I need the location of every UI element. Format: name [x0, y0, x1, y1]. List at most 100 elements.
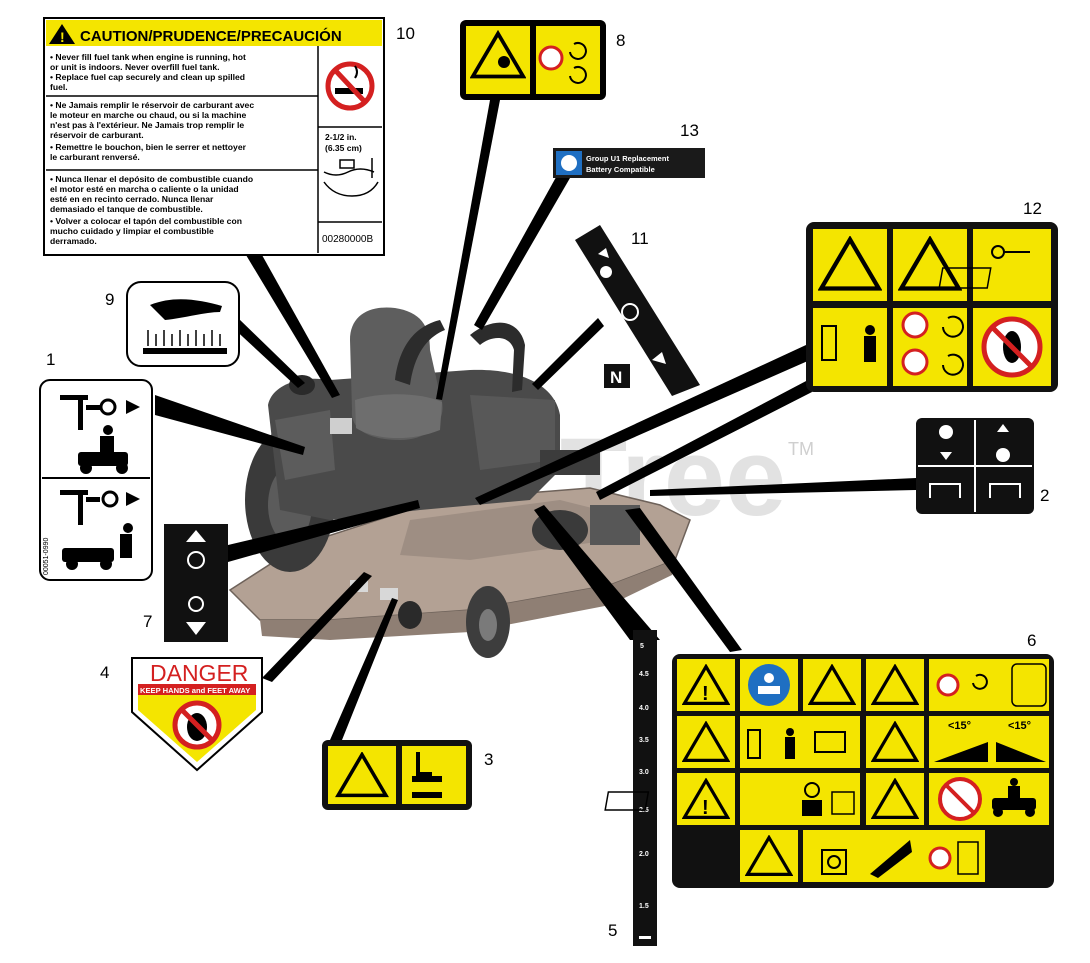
- no-smoking-icon: [325, 61, 375, 111]
- neutral-glyph: N: [610, 368, 622, 387]
- decal-10-fr-1: le moteur en marche ou chaud, ou si la m…: [50, 110, 246, 120]
- leader-lines: [155, 100, 916, 740]
- turn-left-icon: [929, 483, 961, 498]
- reverse-arrow-icon: [652, 352, 666, 364]
- decal-10-text: • Never fill fuel tank when engine is ru…: [50, 52, 254, 246]
- leader-4: [262, 572, 372, 682]
- leader-11: [532, 318, 604, 390]
- lap-bar-left: [395, 320, 445, 385]
- callout-3: 3: [484, 750, 493, 769]
- decal-4-danger: DANGER KEEP HANDS and FEET AWAY: [131, 657, 263, 772]
- operator-icon: [804, 782, 820, 798]
- neutral-badge: [604, 364, 630, 388]
- deck-decal-spot-2: [380, 588, 398, 600]
- decal-6-safety-panel: ! <15° <15° !: [604, 654, 1054, 888]
- no-blade-icon-3: [928, 846, 952, 870]
- brake-engaged-icon: [187, 551, 205, 569]
- decal-10-en-3: fuel.: [50, 82, 68, 92]
- lever-engaged-icon: [60, 395, 140, 430]
- decal-1-code: 00051-0990: [43, 538, 50, 575]
- decal-10-fr-0: • Ne Jamais remplir le réservoir de carb…: [50, 100, 254, 110]
- up-arrow-icon: [186, 530, 206, 542]
- decal-9-hot-surface: [126, 281, 240, 367]
- rotate-icon-bottom: [569, 65, 587, 84]
- slope-limit-left: <15°: [948, 720, 971, 732]
- height-tick-0: 5: [640, 643, 644, 650]
- tilted-mower-icon: [870, 840, 912, 878]
- callout-11: 11: [631, 229, 649, 248]
- decal-10-fuel-caution: ! CAUTION/PRUDENCE/PRECAUCIÓN • Never fi…: [43, 17, 385, 256]
- fuel-level-icon: [323, 158, 379, 197]
- fender-right: [470, 395, 555, 470]
- lift-lever-icon: [416, 752, 432, 776]
- leader-8: [436, 100, 500, 400]
- decal-10-es-2: esté en en recinto cerrado. Nunca llenar: [50, 194, 214, 204]
- turn-right-icon: [989, 483, 1021, 498]
- callout-4: 4: [100, 663, 109, 682]
- seat-cushion: [355, 394, 442, 439]
- decal-10-part-no: 00280000B: [322, 234, 373, 245]
- engine-icon: [821, 849, 847, 875]
- hand-release-icon: [1011, 663, 1047, 707]
- decal-7-parking-brake: [164, 524, 228, 642]
- turtle-icon: [600, 266, 612, 278]
- danger-title: DANGER: [150, 660, 248, 686]
- leader-13: [474, 170, 570, 330]
- danger-subtitle: KEEP HANDS and FEET AWAY: [140, 686, 250, 695]
- leader-2: [650, 478, 916, 496]
- fender-left: [275, 410, 335, 480]
- no-blade-icon: [538, 45, 564, 71]
- leader-1: [155, 395, 305, 455]
- decal-10-es-0: • Nunca llenar el depósito de combustibl…: [50, 174, 253, 184]
- rotation-icon: [621, 303, 639, 321]
- decal-13-line2: Battery Compatible: [586, 165, 655, 174]
- decal-10-es-6: derramado.: [50, 236, 97, 246]
- decal-10-fr-2: n'est pas à l'extérieur. Ne Jamais trop …: [50, 120, 244, 130]
- callout-10: 10: [396, 24, 415, 43]
- decal-10-fr-3: réservoir de carburant.: [50, 130, 144, 140]
- leader-9: [230, 318, 305, 388]
- rotate-icon-2: [972, 673, 988, 690]
- height-tick-7: 1.5: [639, 903, 649, 910]
- slope-tractor-icons: [934, 742, 1046, 762]
- caster-right: [398, 601, 422, 629]
- height-tick-2: 4.0: [639, 705, 649, 712]
- read-manual-icon: [748, 664, 790, 706]
- neutral-forward-icon: [996, 424, 1010, 462]
- leader-7: [228, 500, 420, 562]
- watermark-tm: TM: [788, 439, 814, 459]
- callout-5: 5: [608, 921, 617, 940]
- mower-rider-icon: [992, 778, 1036, 817]
- callout-1: 1: [46, 350, 55, 369]
- caster-left-hub: [479, 609, 497, 641]
- remove-key-icon: [938, 245, 1030, 289]
- height-tick-4: 3.0: [639, 769, 649, 776]
- lap-bar-right: [470, 322, 525, 392]
- height-tick-3: 3.5: [639, 737, 649, 744]
- no-hands-icon: [172, 700, 222, 750]
- decal-10-fr-5: le carburant renversé.: [50, 152, 140, 162]
- decal-10-fr-4: • Remettre le bouchon, bien le serrer et…: [50, 142, 247, 152]
- decal-8-rotating-blades: [460, 20, 606, 100]
- key-off-icon: [831, 791, 855, 815]
- callout-13: 13: [680, 121, 699, 140]
- brake-released-icon: [188, 596, 204, 612]
- svg-text:!: !: [60, 29, 65, 45]
- height-tick-1: 4.5: [639, 671, 649, 678]
- decal-10-es-4: • Volver a colocar el tapón del combusti…: [50, 216, 242, 226]
- decal-10-en-1: or unit is indoors. Never overfill fuel …: [50, 62, 220, 72]
- operator-seated-icon: [78, 425, 128, 474]
- caution-triangle-icon: [49, 24, 75, 44]
- callout-numbers: 1 2 3 4 5 6 7 8 9 10 11 12 13: [46, 24, 1049, 940]
- decal-10-measure-cm: (6.35 cm): [325, 143, 362, 153]
- decal-10-en-2: • Replace fuel cap securely and clean up…: [50, 72, 245, 82]
- callout-6: 6: [1027, 631, 1036, 650]
- callout-8: 8: [616, 31, 625, 50]
- decal-3-deck-lift: [322, 740, 472, 810]
- height-tick-6: 2.0: [639, 851, 649, 858]
- forward-arrow-icon: [598, 248, 609, 258]
- slope-limit-right: <15°: [1008, 720, 1031, 732]
- decal-5-height-strip: 5 4.5 4.0 3.5 3.0 2.5 2.0 1.5: [633, 630, 657, 946]
- no-blade-icon-2: [936, 673, 960, 697]
